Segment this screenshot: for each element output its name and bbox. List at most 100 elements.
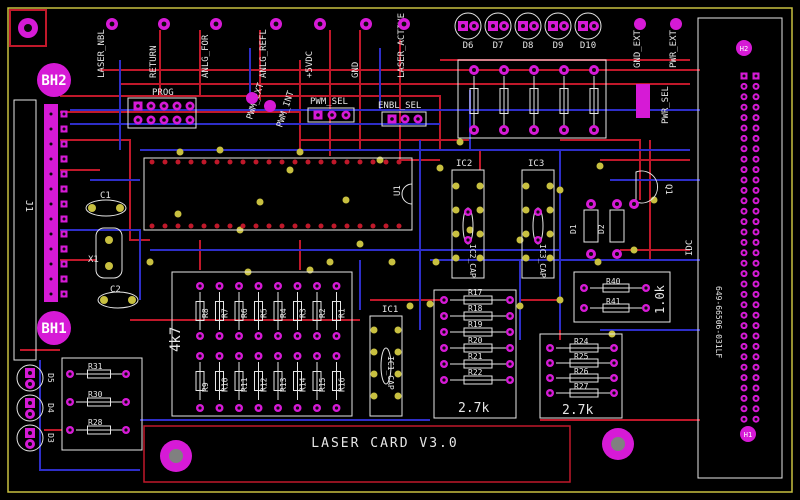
res-mid-label: R22 bbox=[468, 368, 483, 377]
led-label: D10 bbox=[580, 41, 596, 51]
res-array-pad-drill bbox=[276, 406, 280, 410]
led-pad-b-drill bbox=[532, 24, 536, 28]
ic1-label: IC1 bbox=[382, 305, 398, 315]
res-mid-pad-drill bbox=[508, 378, 512, 382]
via bbox=[556, 296, 564, 304]
pwr-sel-label: PWR_SEL bbox=[661, 86, 671, 124]
u1-pin-top bbox=[253, 159, 259, 165]
u1-pin-bottom bbox=[175, 223, 181, 229]
idc-pin-drill bbox=[754, 95, 758, 99]
via bbox=[388, 258, 396, 266]
pwm-sel-label: PWM_SEL bbox=[310, 97, 348, 107]
idc-pin-drill bbox=[754, 407, 758, 411]
idc-pin-drill bbox=[742, 240, 746, 244]
res-array-pad-drill bbox=[198, 284, 202, 288]
u1-pin-bottom bbox=[149, 223, 155, 229]
res-mid-pad-drill bbox=[442, 298, 446, 302]
res-array-resistor-bottom-body bbox=[273, 371, 283, 391]
res-array-label-bottom: R10 bbox=[221, 377, 230, 392]
u1-pin-bottom bbox=[305, 223, 311, 229]
via bbox=[436, 164, 444, 172]
res-mid-pad-drill bbox=[442, 378, 446, 382]
res-array-pad-drill bbox=[217, 354, 222, 358]
res-right-label: R27 bbox=[574, 382, 589, 391]
board-title: LASER CARD V3.0 bbox=[311, 436, 458, 451]
via bbox=[556, 186, 564, 194]
res-array-pad-drill bbox=[256, 284, 261, 288]
res-array-pad-drill bbox=[198, 354, 202, 358]
j1-pin-drill bbox=[62, 142, 66, 146]
res-mid-pad-drill bbox=[442, 362, 446, 366]
corner-pad bbox=[9, 9, 47, 47]
ic1-cap-outline bbox=[380, 347, 392, 385]
idc-pin-drill bbox=[754, 168, 758, 172]
via bbox=[594, 258, 602, 266]
u1-pin-bottom bbox=[240, 223, 246, 229]
ic-pin bbox=[522, 182, 530, 190]
trace-layer bbox=[20, 30, 700, 471]
ic-pin bbox=[546, 182, 554, 190]
u1-pin-bottom bbox=[214, 223, 220, 229]
res-array-pad-drill bbox=[334, 354, 339, 358]
resistor-pair bbox=[573, 271, 671, 323]
q1-label: Q1 bbox=[663, 184, 673, 195]
res-pair-pad-drill bbox=[582, 306, 586, 310]
idc-pin-drill bbox=[742, 157, 746, 161]
res-array-resistor-top-body bbox=[273, 301, 283, 321]
diode-pad-drill bbox=[589, 202, 593, 206]
res-array-pad-drill bbox=[237, 334, 241, 338]
res-array-label-top: R7 bbox=[221, 308, 230, 318]
idc-pin-drill bbox=[742, 74, 746, 78]
res-right-label: R25 bbox=[574, 352, 589, 361]
prog-header bbox=[127, 97, 197, 129]
res-array-label-bottom: R14 bbox=[299, 377, 308, 392]
res-array-label-top: R5 bbox=[260, 308, 269, 318]
via bbox=[650, 196, 658, 204]
idc-pin-drill bbox=[754, 199, 758, 203]
top-label-pad-drill bbox=[317, 21, 323, 27]
led-outline bbox=[514, 12, 542, 40]
led-res-pad-bottom-drill bbox=[472, 128, 476, 132]
led-pad-a-drill bbox=[551, 24, 555, 28]
idc-label: IDC bbox=[685, 240, 695, 256]
idc-pin-drill bbox=[754, 84, 758, 88]
led-res-pad-top-drill bbox=[532, 68, 536, 72]
idc-pin-drill bbox=[742, 292, 746, 296]
idc-pin-drill bbox=[742, 334, 746, 338]
prog-pin-drill bbox=[162, 118, 166, 122]
led-pad-a-drill bbox=[521, 24, 525, 28]
led-left-outline bbox=[16, 394, 44, 422]
j1-pin-drill bbox=[62, 157, 66, 161]
ic1-chip bbox=[369, 315, 403, 417]
res-mid-resistor-body bbox=[463, 311, 493, 321]
res-array-pad-drill bbox=[334, 406, 339, 410]
led-left-res-pad-drill bbox=[124, 372, 128, 376]
ic1-pin bbox=[370, 326, 378, 334]
led-label: D9 bbox=[553, 41, 564, 51]
res-array-pad-drill bbox=[295, 406, 300, 410]
u1-pin-bottom bbox=[292, 223, 298, 229]
pwm-int-pad bbox=[264, 100, 276, 112]
led-outline bbox=[574, 12, 602, 40]
res-right-pad-drill bbox=[612, 346, 616, 350]
idc-pin-drill bbox=[754, 396, 758, 400]
idc-pin-drill bbox=[754, 386, 758, 390]
ic2-cap-label: IC2_CAP bbox=[468, 244, 477, 278]
u1-pin-bottom bbox=[396, 223, 402, 229]
u1-pin-bottom bbox=[162, 223, 168, 229]
led-resistor-body bbox=[559, 88, 569, 114]
ic-cap-pad-drill bbox=[466, 238, 470, 242]
idc-pin-drill bbox=[754, 147, 758, 151]
res-array-pad-drill bbox=[315, 406, 319, 410]
u1-pin-bottom bbox=[357, 223, 363, 229]
led-left-res-label: R28 bbox=[88, 418, 103, 427]
pwr-ext-pad bbox=[670, 18, 682, 30]
j1-pin-drill bbox=[62, 187, 66, 191]
ic1-pin bbox=[370, 392, 378, 400]
led-label: D6 bbox=[463, 41, 474, 51]
u1-pins bbox=[149, 159, 402, 229]
led-left-pad-a-drill bbox=[28, 401, 32, 405]
top-label: ANLG_REFL bbox=[259, 29, 269, 78]
